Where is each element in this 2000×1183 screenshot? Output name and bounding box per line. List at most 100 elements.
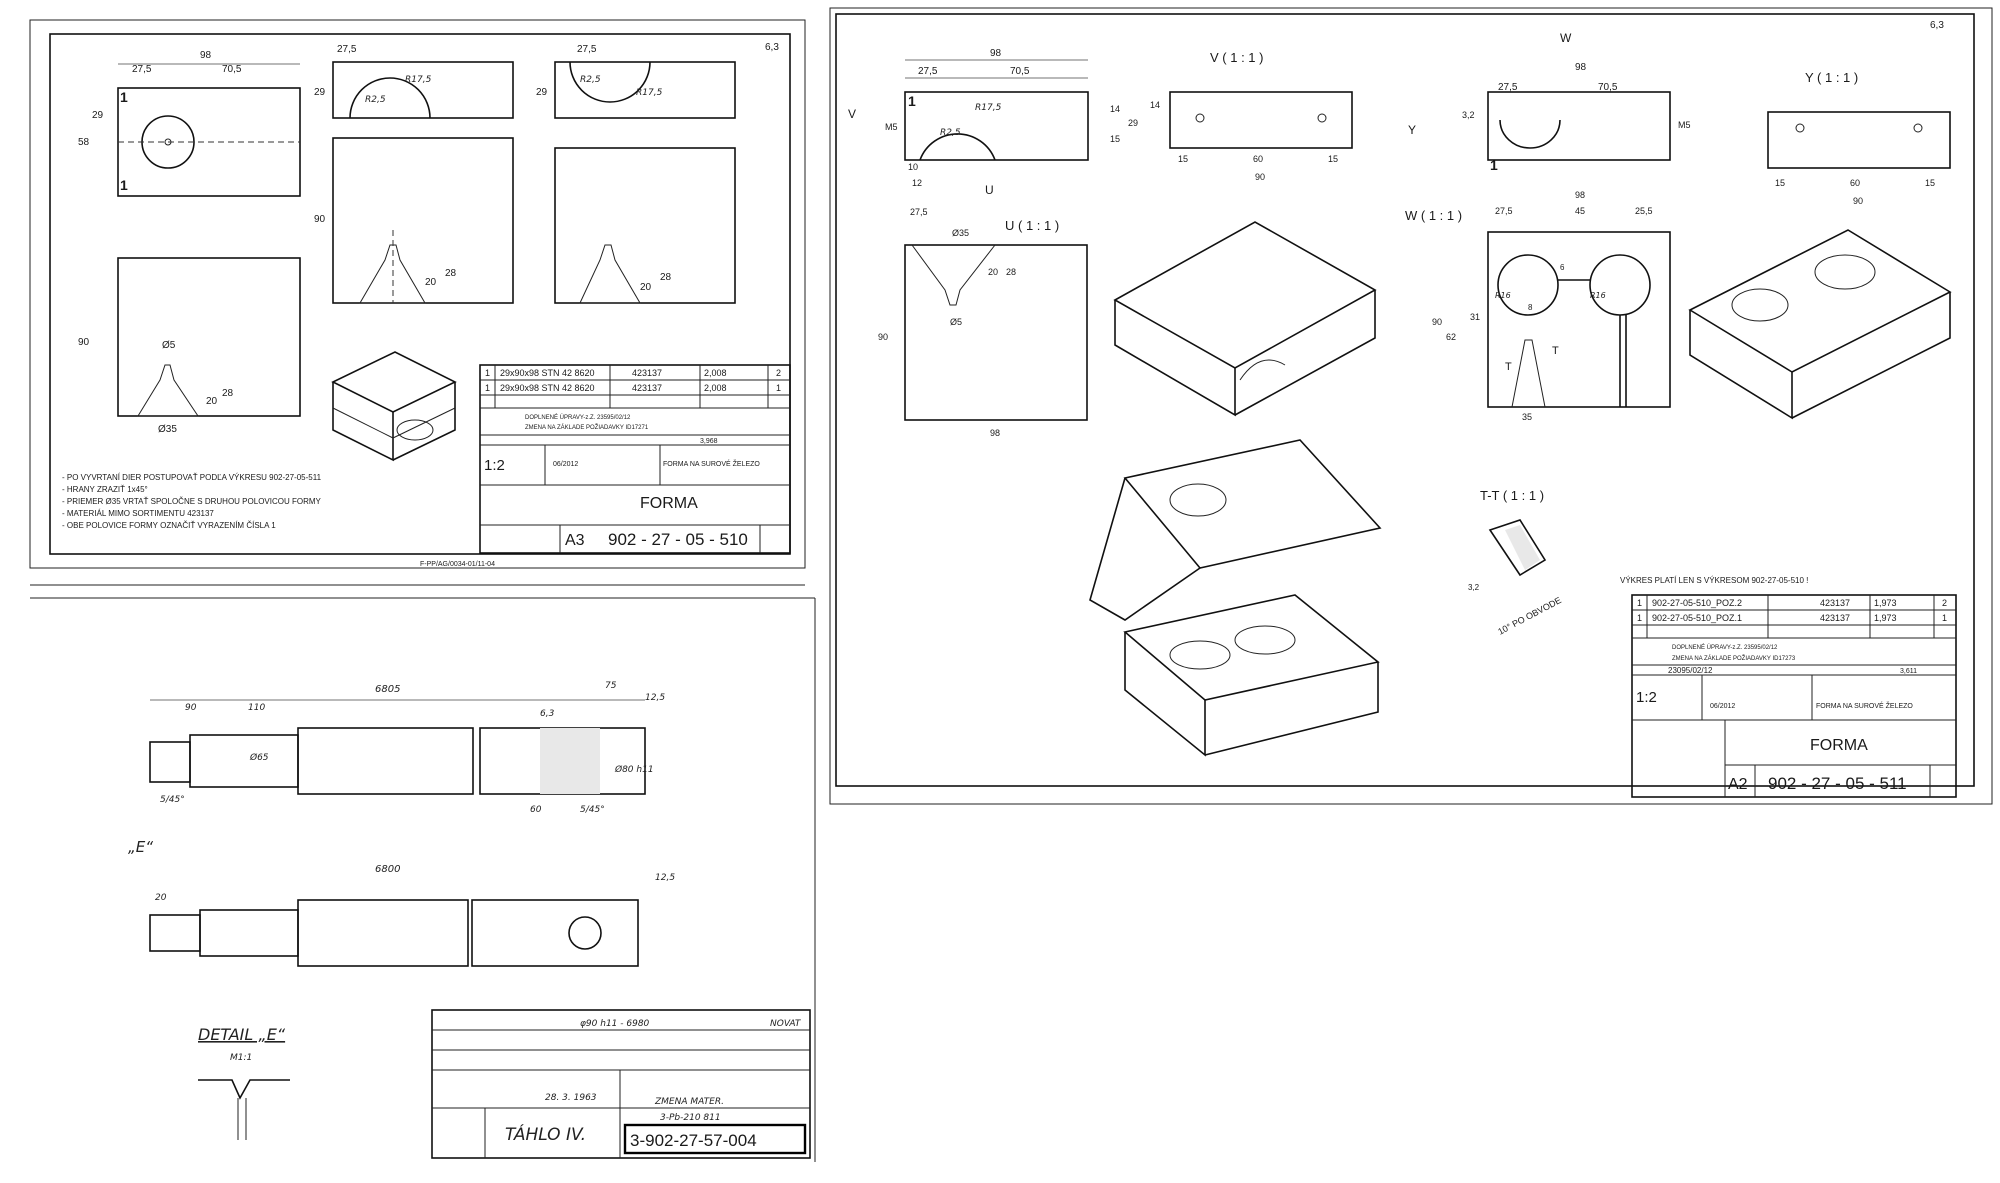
svg-text:60: 60 xyxy=(1253,154,1263,164)
svg-text:98: 98 xyxy=(990,48,1002,59)
svg-text:27,5: 27,5 xyxy=(918,66,938,77)
s1-dim-70-5: 70,5 xyxy=(222,64,242,75)
svg-text:DOPLNENÉ ÚPRAVY-z.Z. 23595/02/: DOPLNENÉ ÚPRAVY-z.Z. 23595/02/12 xyxy=(1672,644,1778,651)
svg-text:423137: 423137 xyxy=(632,383,662,393)
svg-text:R2,5: R2,5 xyxy=(580,75,601,85)
svg-text:35: 35 xyxy=(1522,412,1532,422)
svg-text:90: 90 xyxy=(185,703,197,713)
s2-letter-y: Y xyxy=(1408,123,1416,137)
svg-text:ZMENA NA ZÁKLADE POŽIADAVKY ID: ZMENA NA ZÁKLADE POŽIADAVKY ID17273 xyxy=(1672,654,1796,662)
svg-text:- MATERIÁL MIMO SORTIMENTU 423: - MATERIÁL MIMO SORTIMENTU 423137 xyxy=(62,509,214,518)
svg-text:M5: M5 xyxy=(885,122,898,132)
s2-letter-u: U xyxy=(985,183,994,197)
svg-text:27,5: 27,5 xyxy=(1495,206,1513,216)
svg-text:- PRIEMER Ø35 VRTAŤ SPOLOČNE S: - PRIEMER Ø35 VRTAŤ SPOLOČNE S DRUHOU PO… xyxy=(62,497,322,506)
svg-text:1: 1 xyxy=(120,177,128,193)
s1-format: A3 xyxy=(565,532,585,549)
svg-text:R2,5: R2,5 xyxy=(940,128,961,138)
svg-text:90: 90 xyxy=(1432,317,1442,327)
sheet-2-view-w: W ( 1 : 1 ) 98 27,5 45 25,5 R16 R16 8 6 … xyxy=(1405,190,1671,422)
svg-text:ZMENA MATER.: ZMENA MATER. xyxy=(654,1097,724,1107)
svg-text:28: 28 xyxy=(445,268,457,279)
s2-label-w: W ( 1 : 1 ) xyxy=(1405,208,1462,223)
svg-text:70,5: 70,5 xyxy=(1598,82,1618,93)
svg-text:45: 45 xyxy=(1575,206,1585,216)
svg-text:12,5: 12,5 xyxy=(655,873,675,883)
svg-text:20: 20 xyxy=(988,267,998,277)
svg-text:1: 1 xyxy=(485,383,490,393)
s1-dim-58: 58 xyxy=(78,137,90,148)
svg-text:90: 90 xyxy=(314,214,326,225)
sheet-2-section-tt: T-T ( 1 : 1 ) 3,2 10° PO OBVODE xyxy=(1468,488,1563,637)
svg-text:12: 12 xyxy=(912,178,922,188)
svg-text:28: 28 xyxy=(1006,267,1016,277)
sheet-1-front-view: 90 Ø5 Ø35 20 28 xyxy=(78,257,301,435)
svg-text:06/2012: 06/2012 xyxy=(553,461,578,468)
sheet-1: 6,3 98 27,5 70,5 58 29 1 1 27,5 R2,5 R17… xyxy=(29,19,806,586)
svg-text:R16: R16 xyxy=(1495,291,1511,300)
svg-text:31: 31 xyxy=(1470,312,1480,322)
sheet-1-top-view: 98 27,5 70,5 58 29 1 1 xyxy=(78,50,301,197)
svg-text:27,5: 27,5 xyxy=(577,44,597,55)
sheet-1-inner-frame xyxy=(49,33,791,555)
svg-text:φ90 h11 - 6980: φ90 h11 - 6980 xyxy=(580,1019,650,1029)
sheet-1-notes: - PO VYVRTANÍ DIER POSTUPOVAŤ PODĽA VÝKR… xyxy=(62,473,322,530)
svg-text:- HRANY ZRAZIŤ 1x45°: - HRANY ZRAZIŤ 1x45° xyxy=(62,485,148,494)
sheet-2-top-view-w: W 98 27,5 70,5 3,2 Y M5 1 xyxy=(1408,31,1691,173)
svg-text:1: 1 xyxy=(1490,157,1498,173)
svg-text:90: 90 xyxy=(78,337,90,348)
s2-label-tt: T-T ( 1 : 1 ) xyxy=(1480,488,1544,503)
svg-text:1,973: 1,973 xyxy=(1874,613,1897,623)
svg-text:R16: R16 xyxy=(1590,291,1606,300)
svg-text:6: 6 xyxy=(1560,263,1565,272)
s1-scale: 1:2 xyxy=(484,457,505,474)
s2-label-y: Y ( 1 : 1 ) xyxy=(1805,70,1858,85)
s3-title: TÁHLO IV. xyxy=(505,1123,586,1145)
s2-format: A2 xyxy=(1728,776,1748,793)
svg-text:98: 98 xyxy=(990,428,1000,438)
svg-text:90: 90 xyxy=(878,332,888,342)
svg-text:R17,5: R17,5 xyxy=(636,88,663,98)
svg-text:NOVAT: NOVAT xyxy=(770,1019,802,1029)
s3-detail-title: DETAIL „E“ xyxy=(198,1025,286,1044)
svg-text:423137: 423137 xyxy=(632,368,662,378)
svg-text:- PO VYVRTANÍ DIER POSTUPOVAŤ: - PO VYVRTANÍ DIER POSTUPOVAŤ PODĽA VÝKR… xyxy=(62,473,322,482)
svg-text:6,3: 6,3 xyxy=(540,709,555,719)
sheet-3-detail-e: DETAIL „E“ M1:1 xyxy=(198,1025,290,1140)
svg-text:Ø5: Ø5 xyxy=(950,317,962,327)
svg-text:15: 15 xyxy=(1178,154,1188,164)
s3-drawing-number: 3-902-27-57-004 xyxy=(630,1131,757,1150)
svg-text:T: T xyxy=(1552,345,1559,357)
s1-footer: F-PP/AG/0034-01/11-04 xyxy=(420,561,495,568)
svg-text:5/45°: 5/45° xyxy=(580,805,605,815)
svg-text:2,008: 2,008 xyxy=(704,368,727,378)
svg-text:62: 62 xyxy=(1446,332,1456,342)
svg-text:3,611: 3,611 xyxy=(1900,668,1917,675)
svg-text:1: 1 xyxy=(120,89,128,105)
svg-text:28: 28 xyxy=(660,272,672,283)
s2-label-u: U ( 1 : 1 ) xyxy=(1005,218,1059,233)
svg-text:T: T xyxy=(1505,361,1512,373)
svg-text:1: 1 xyxy=(485,368,490,378)
svg-text:2: 2 xyxy=(776,368,781,378)
sheet-2-title-block: 1 902-27-05-510_POZ.2 423137 1,973 2 1 9… xyxy=(1631,594,1957,798)
s1-bom-desc-1: 29x90x98 STN 42 8620 xyxy=(500,368,595,378)
sheet-3-shaft-lower: „E“ 6800 20 12,5 xyxy=(128,838,675,967)
svg-text:FORMA NA SUROVÉ ŽELEZO: FORMA NA SUROVÉ ŽELEZO xyxy=(1816,701,1913,710)
svg-text:Ø5: Ø5 xyxy=(162,340,176,351)
sheet-1-side-view-middle: 90 20 28 xyxy=(314,137,514,304)
s1-dim-27-5: 27,5 xyxy=(132,64,152,75)
svg-text:20: 20 xyxy=(206,396,218,407)
s1-dim-29: 29 xyxy=(92,110,104,121)
svg-text:DOPLNENÉ ÚPRAVY-z.Z. 23595/02/: DOPLNENÉ ÚPRAVY-z.Z. 23595/02/12 xyxy=(525,414,631,421)
svg-text:110: 110 xyxy=(248,703,265,713)
svg-text:27,5: 27,5 xyxy=(337,44,357,55)
svg-text:98: 98 xyxy=(1575,62,1587,73)
svg-text:15: 15 xyxy=(1110,134,1120,144)
s2-title: FORMA xyxy=(1810,737,1868,754)
svg-text:14: 14 xyxy=(1110,104,1120,114)
svg-text:29: 29 xyxy=(314,87,326,98)
svg-text:6805: 6805 xyxy=(375,684,400,695)
sheet-3: 6805 90 110 75 Ø65 Ø80 h11 5/45° 5/45° 6… xyxy=(30,597,816,1162)
svg-text:15: 15 xyxy=(1328,154,1338,164)
